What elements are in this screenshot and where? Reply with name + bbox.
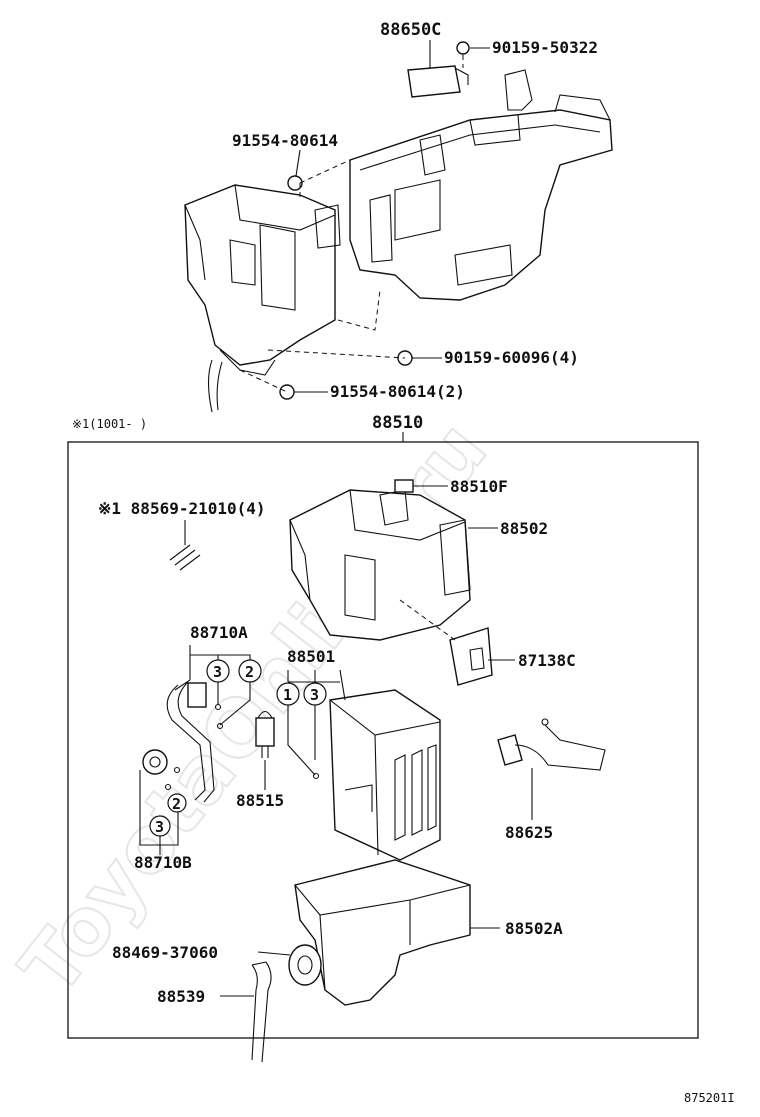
callout-b-2-text: 2	[172, 795, 181, 813]
leader-88710A-4	[217, 682, 251, 726]
o-ring-b-2	[173, 766, 181, 774]
valve-drawing	[255, 710, 275, 758]
callout-b-2	[167, 793, 187, 813]
align-line-4	[337, 289, 381, 331]
leader-grommet	[257, 951, 291, 956]
label-88539: 88539	[157, 987, 205, 1006]
label-91554-80614: 91554-80614	[232, 131, 338, 150]
align-line-resistor	[399, 599, 456, 641]
drain-hose-drawing	[251, 961, 272, 1063]
label-88502A: 88502A	[505, 919, 563, 938]
pipe-a-drawing	[166, 681, 215, 803]
leader-88710B	[139, 770, 179, 846]
o-ring-a-1	[214, 703, 222, 711]
o-ring-b-1	[164, 783, 172, 791]
label-90159-60096: 90159-60096(4)	[444, 348, 579, 367]
clamp-drawing	[169, 544, 201, 571]
connector-f-drawing	[394, 479, 414, 493]
heater-unit-drawing	[349, 69, 613, 301]
callout-evap-3-text: 3	[310, 686, 319, 704]
lower-case-drawing	[294, 859, 471, 1006]
note-footnote: ※1(1001- )	[72, 417, 147, 431]
label-88501: 88501	[287, 647, 335, 666]
assembly-box	[67, 441, 699, 1039]
label-91554-80614-2: 91554-80614(2)	[330, 382, 465, 401]
leader-91554-80614	[295, 149, 301, 177]
label-87138C: 87138C	[518, 651, 576, 670]
evaporator-drawing	[329, 689, 441, 861]
label-clamp: ※1 88569-21010(4)	[98, 499, 266, 518]
label-90159-50322: 90159-50322	[492, 38, 598, 57]
label-88502: 88502	[500, 519, 548, 538]
top-sensor-drawing	[407, 41, 470, 98]
label-88625: 88625	[505, 823, 553, 842]
align-line-5	[239, 369, 288, 393]
grommet-drawing	[288, 944, 322, 986]
callout-evap-1-text: 1	[283, 686, 292, 704]
label-88710A: 88710A	[190, 623, 248, 642]
wire-harness-drawing	[497, 718, 606, 771]
align-line-3	[267, 349, 406, 359]
align-line-1	[299, 159, 351, 184]
assembly-number: 88510	[372, 413, 423, 433]
pipe-b-drawing	[142, 749, 168, 775]
pipe-a-flange	[187, 682, 207, 708]
label-88510F: 88510F	[450, 477, 508, 496]
callout-a-3-text: 3	[213, 663, 222, 681]
figure-id: 875201I	[684, 1091, 735, 1105]
callout-a-2-text: 2	[245, 663, 254, 681]
label-88710B: 88710B	[134, 853, 192, 872]
o-ring-a-2	[216, 722, 224, 730]
upper-case-drawing	[289, 489, 471, 641]
o-ring-evap	[312, 772, 320, 780]
label-88650C: 88650C	[380, 20, 441, 40]
label-88515: 88515	[236, 791, 284, 810]
leader-callout-1	[287, 705, 316, 776]
leader-88501	[287, 669, 346, 701]
callout-b-3-text: 3	[155, 818, 164, 836]
label-88469-37060: 88469-37060	[112, 943, 218, 962]
blower-unit-drawing	[184, 184, 341, 413]
resistor-drawing	[449, 627, 493, 686]
leader-88710A-3	[174, 655, 191, 691]
